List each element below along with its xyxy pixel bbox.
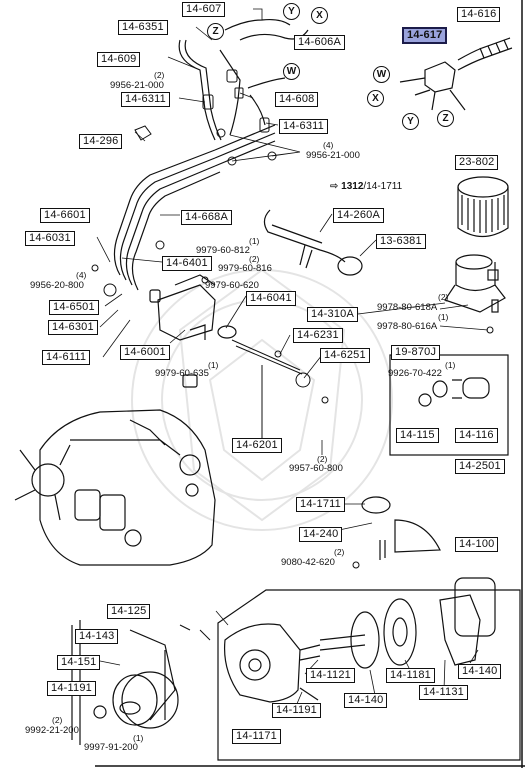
part-label-14-6201[interactable]: 14-6201 <box>232 438 282 453</box>
part-label-14-1191-left[interactable]: 14-1191 <box>47 681 96 696</box>
hardware-number-9979-60-635: 9979-60-635 <box>155 368 209 379</box>
part-label-14-668a[interactable]: 14-668A <box>181 210 232 225</box>
part-label-14-1131[interactable]: 14-1131 <box>419 685 468 700</box>
part-label-14-260a[interactable]: 14-260A <box>333 208 384 223</box>
callout-x-right: X <box>367 90 384 107</box>
part-label-14-6311-upper[interactable]: 14-6311 <box>121 92 170 107</box>
part-label-14-6111[interactable]: 14-6111 <box>42 350 91 365</box>
callout-x-upper: X <box>311 7 328 24</box>
part-label-14-140-center[interactable]: 14-140 <box>344 693 388 708</box>
hardware-number-9979-60-812: 9979-60-812 <box>196 245 250 256</box>
hardware-number-9956-21-000-upper: 9956-21-000 <box>110 80 164 91</box>
quantity-label: (2) <box>334 547 345 557</box>
part-label-14-6031[interactable]: 14-6031 <box>25 231 75 246</box>
part-label-14-125[interactable]: 14-125 <box>107 604 151 619</box>
leak-off-pipe <box>263 209 363 276</box>
part-label-14-6001[interactable]: 14-6001 <box>120 345 170 360</box>
reference-bold: 1312 <box>341 181 364 192</box>
hardware-number-9992-21-200: 9992-21-200 <box>25 725 79 736</box>
part-label-14-310a[interactable]: 14-310A <box>307 307 358 322</box>
part-label-14-1711[interactable]: 14-1711 <box>296 497 345 512</box>
part-label-14-140-right[interactable]: 14-140 <box>458 664 502 679</box>
part-label-14-6311-lower[interactable]: 14-6311 <box>279 119 328 134</box>
part-label-14-6041[interactable]: 14-6041 <box>246 291 296 306</box>
quantity-label: (1) <box>445 360 456 370</box>
oil-strainer <box>361 496 441 560</box>
callout-y-upper: Y <box>283 3 300 20</box>
part-label-14-100[interactable]: 14-100 <box>455 537 499 552</box>
part-label-14-6601[interactable]: 14-6601 <box>40 208 90 223</box>
page-border-marks <box>95 0 525 768</box>
callout-z-right: Z <box>437 110 454 127</box>
small-parts <box>179 326 494 641</box>
quantity-label: (2) <box>52 715 63 725</box>
hardware-number-9956-20-800: 9956-20-800 <box>30 280 84 291</box>
engine-block <box>14 409 216 566</box>
part-label-14-1121[interactable]: 14-1121 <box>306 668 355 683</box>
part-label-14-6401[interactable]: 14-6401 <box>162 256 212 271</box>
oil-pump-box <box>217 577 521 761</box>
part-label-14-143[interactable]: 14-143 <box>75 629 119 644</box>
part-label-23-802[interactable]: 23-802 <box>455 155 499 170</box>
part-label-14-6231[interactable]: 14-6231 <box>293 328 343 343</box>
part-label-14-2501[interactable]: 14-2501 <box>455 459 505 474</box>
hose-assembly <box>399 37 513 111</box>
callout-z-upper: Z <box>207 23 224 40</box>
quantity-label: (1) <box>133 733 144 743</box>
part-label-14-116[interactable]: 14-116 <box>455 428 498 443</box>
hardware-number-9978-80-616a: 9978-80-616A <box>377 321 438 332</box>
hardware-number-9956-21-000-lower: 9956-21-000 <box>306 150 360 161</box>
quantity-label: (4) <box>323 140 334 150</box>
oil-pressure-switch-box <box>389 354 509 456</box>
part-label-14-1191-center[interactable]: 14-1191 <box>272 703 321 718</box>
quantity-label: (1) <box>438 312 449 322</box>
fittings <box>91 69 277 297</box>
part-label-14-6351[interactable]: 14-6351 <box>118 20 168 35</box>
part-label-19-870j[interactable]: 19-870J <box>391 345 441 360</box>
hardware-number-9957-60-800: 9957-60-800 <box>289 463 343 474</box>
quantity-label: (4) <box>76 270 87 280</box>
hardware-number-9080-42-620: 9080-42-620 <box>281 557 335 568</box>
part-label-14-617-selected[interactable]: 14-617 <box>402 27 448 44</box>
reference-arrow-icon: ⇨ <box>330 181 339 192</box>
part-label-14-607[interactable]: 14-607 <box>182 2 226 17</box>
fuel-pipe-bundle <box>113 18 309 291</box>
quantity-label: (2) <box>317 454 328 464</box>
part-label-14-6251[interactable]: 14-6251 <box>320 348 370 363</box>
quantity-label: (2) <box>249 254 260 264</box>
part-label-14-616[interactable]: 14-616 <box>457 7 501 22</box>
part-label-14-6301[interactable]: 14-6301 <box>48 320 98 335</box>
part-label-14-1181[interactable]: 14-1181 <box>386 668 435 683</box>
part-label-14-6501[interactable]: 14-6501 <box>49 300 99 315</box>
part-label-14-151[interactable]: 14-151 <box>57 655 101 670</box>
callout-w-upper: W <box>283 63 300 80</box>
hardware-number-9979-60-620: 9979-60-620 <box>205 280 259 291</box>
hardware-number-9979-60-816: 9979-60-816 <box>218 263 272 274</box>
quantity-label: (1) <box>249 236 260 246</box>
part-label-14-606a[interactable]: 14-606A <box>294 35 345 50</box>
part-label-14-608[interactable]: 14-608 <box>275 92 319 107</box>
callout-w-right: W <box>373 66 390 83</box>
part-label-14-296[interactable]: 14-296 <box>79 134 123 149</box>
oil-filter <box>444 176 509 313</box>
quantity-label: (2) <box>154 70 165 80</box>
reference-rest: /14-1711 <box>363 181 403 192</box>
part-label-14-1171[interactable]: 14-1171 <box>232 729 281 744</box>
hardware-number-9978-80-618a: 9978-80-618A <box>377 302 438 313</box>
part-label-14-240[interactable]: 14-240 <box>299 527 343 542</box>
cross-reference-1312[interactable]: ⇨ 1312/14-1711 <box>330 181 402 192</box>
hardware-number-9926-70-422: 9926-70-422 <box>388 368 442 379</box>
part-label-13-6381[interactable]: 13-6381 <box>376 234 426 249</box>
quantity-label: (2) <box>438 292 449 302</box>
callout-y-right: Y <box>402 113 419 130</box>
quantity-label: (1) <box>208 360 219 370</box>
hardware-number-9997-91-200: 9997-91-200 <box>84 742 138 753</box>
part-label-14-115[interactable]: 14-115 <box>396 428 439 443</box>
part-label-14-609[interactable]: 14-609 <box>97 52 141 67</box>
